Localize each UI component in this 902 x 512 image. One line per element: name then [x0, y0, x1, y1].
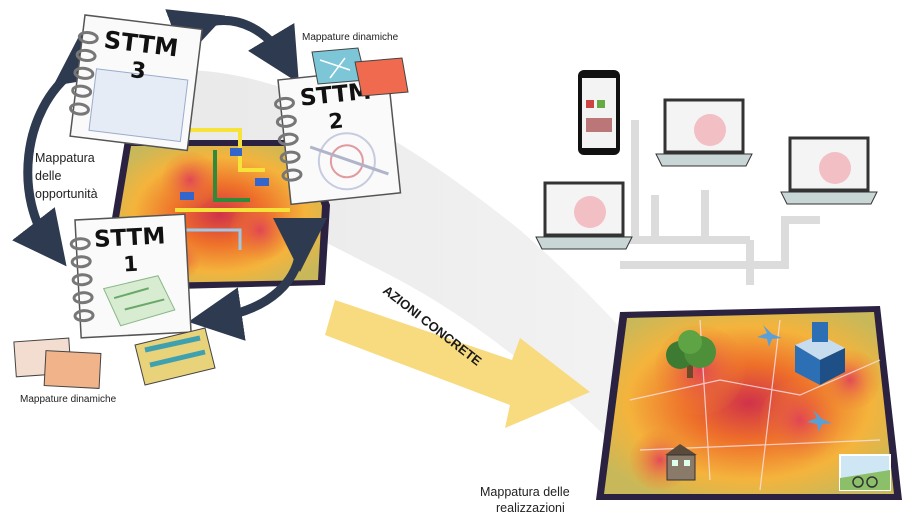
notebook-sttm-2: STTM 2 — [274, 67, 402, 206]
notebook-3-number: 3 — [129, 58, 147, 85]
notebook-1-title: STTM — [93, 223, 166, 253]
notebook-2-number: 2 — [327, 108, 344, 133]
realization-mapping-line-1: Mappatura delle — [480, 485, 570, 499]
opportunity-mapping-line-3: opportunità — [35, 187, 98, 201]
dynamic-maps-top-tiles — [311, 47, 409, 97]
cycle-arrows — [12, 9, 328, 341]
building-icon — [795, 322, 845, 385]
dynamic-maps-bottom-tiles — [13, 327, 216, 389]
cyclist-photo-icon — [839, 454, 891, 491]
airplane-icon — [757, 325, 832, 432]
tree-icon — [666, 330, 716, 378]
realization-mapping-line-2: realizzazioni — [496, 501, 565, 512]
realization-mapping-label: Mappatura delle realizzazioni — [480, 485, 570, 512]
smartphone-icon — [578, 70, 620, 155]
notebook-sttm-3: STTM 3 — [69, 14, 203, 152]
notebook-1-number: 1 — [123, 252, 139, 277]
device-network-lines — [610, 120, 820, 285]
laptop-icon-2 — [780, 136, 878, 205]
notebook-sttm-1: STTM 1 — [69, 213, 192, 339]
dynamic-maps-top-label: Mappature dinamiche — [302, 32, 399, 43]
laptop-icon-3 — [535, 181, 633, 250]
opportunity-mapping-label: Mappatura delle opportunità — [35, 151, 98, 201]
house-icon — [665, 444, 697, 481]
opportunity-mapping-line-2: delle — [35, 169, 61, 183]
dynamic-maps-bottom-label: Mappature dinamiche — [20, 394, 117, 405]
opportunity-mapping-line-1: Mappatura — [35, 151, 95, 165]
laptop-icon-1 — [655, 98, 753, 167]
